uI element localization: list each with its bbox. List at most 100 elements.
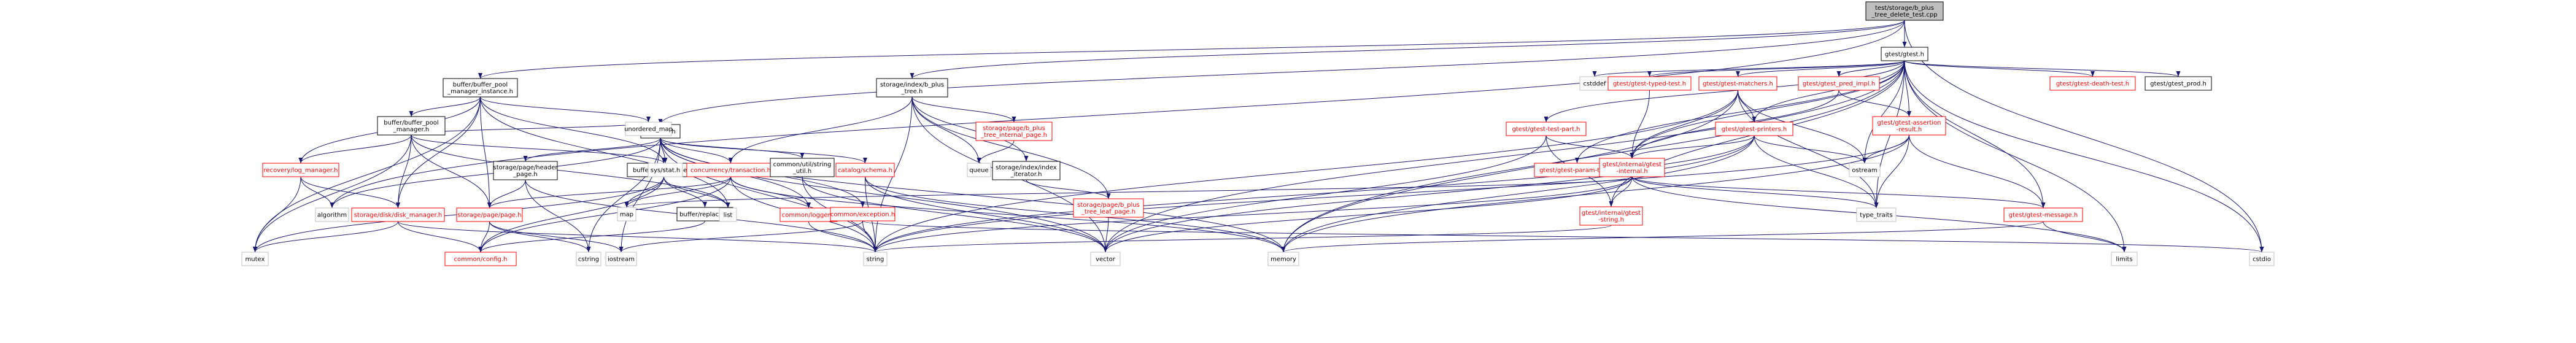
file-node-gtestmessage[interactable]: gtest/gtest-message.h (2003, 207, 2083, 222)
file-node-box (456, 207, 523, 222)
file-node-indexiter[interactable]: storage/index/index_iterator.h (992, 161, 1061, 180)
file-node-box (830, 207, 895, 222)
include-edge (525, 179, 591, 253)
file-nodes: test/storage/b_plus_tree_delete_test.cpp… (241, 1, 2275, 266)
file-node-box (2249, 252, 2275, 266)
file-node-box (1599, 158, 1665, 177)
include-edge (411, 134, 730, 209)
file-node-box (1073, 198, 1144, 218)
file-node-stringutil[interactable]: common/util/string_util.h (770, 158, 835, 177)
include-edge (487, 176, 731, 209)
include-edge (663, 176, 730, 209)
include-edge (1103, 60, 1905, 253)
file-node-printers[interactable]: gtest/gtest-printers.h (1715, 121, 1793, 136)
include-edge (489, 221, 624, 253)
file-node-label: concurrency/transaction.h (690, 168, 771, 174)
include-edge (1631, 176, 2046, 209)
file-node-transaction[interactable]: concurrency/transaction.h (686, 163, 775, 177)
include-edge (729, 96, 913, 164)
file-node-label: limits (2116, 256, 2132, 263)
file-node-cstddef: cstddef (1579, 76, 1610, 91)
file-node-bpt[interactable]: storage/index/b_plus_tree.h (876, 78, 948, 98)
file-node-diskmgr[interactable]: storage/disk/disk_manager.h (351, 207, 445, 222)
include-edge (1630, 90, 1650, 159)
file-node-schema[interactable]: catalog/schema.h (835, 163, 895, 177)
file-node-label: cstdio (2253, 256, 2271, 263)
file-node-label: unordered_map (624, 126, 673, 133)
file-node-internalpage[interactable]: storage/page/b_plus_tree_internal_page.h (975, 121, 1053, 141)
file-node-assertresult[interactable]: gtest/gtest-assertion-result.h (1872, 116, 1946, 136)
file-node-sysstat: sys/stat.h (648, 163, 683, 177)
include-edge (523, 137, 661, 162)
include-edge (253, 221, 398, 253)
file-node-unordered-map: unordered_map (624, 121, 673, 136)
file-node-label: _manager.h (393, 126, 430, 133)
file-node-box (617, 207, 636, 222)
include-edge (1281, 135, 1755, 253)
file-node-exception[interactable]: common/exception.h (830, 207, 895, 222)
include-edge (1281, 134, 1909, 253)
file-node-box (992, 161, 1061, 180)
file-node-predimpl[interactable]: gtest/gtest_pred_impl.h (1798, 76, 1880, 91)
include-edge (873, 90, 1738, 253)
file-node-memory: memory (1267, 252, 1299, 266)
file-node-label: sys/stat.h (651, 168, 680, 174)
file-node-config[interactable]: common/config.h (444, 252, 517, 266)
file-node-bpmi[interactable]: buffer/buffer_pool_manager_instance.h (443, 78, 518, 98)
file-node-label: storage/index/index (996, 164, 1057, 171)
file-node-label: storage/page/page.h (457, 212, 521, 219)
include-edge (624, 176, 731, 208)
file-node-box (493, 161, 558, 180)
file-node-limits: limits (2111, 252, 2138, 266)
file-node-label: gtest/internal/gtest (1582, 210, 1641, 217)
file-node-page[interactable]: storage/page/page.h (456, 207, 523, 222)
file-node-label: ostream (1852, 168, 1877, 174)
file-node-matchers[interactable]: gtest/gtest-matchers.h (1698, 76, 1777, 91)
file-node-map: map (617, 207, 636, 222)
file-node-box (377, 116, 446, 136)
file-node-label: storage/index/b_plus (880, 82, 944, 88)
file-node-gtest[interactable]: gtest/gtest.h (1881, 47, 1928, 61)
include-edge (1754, 135, 1879, 209)
include-edge (1545, 135, 1634, 159)
file-node-box (1798, 76, 1880, 91)
file-node-leafpage[interactable]: storage/page/b_plus_tree_leaf_page.h (1073, 198, 1144, 218)
file-node-box (835, 163, 895, 177)
file-node-label: cstring (578, 256, 599, 263)
file-node-logger[interactable]: common/logger.h (779, 207, 838, 222)
file-node-label: recovery/log_manager.h (264, 168, 338, 174)
file-node-label: storage/page/b_plus (1077, 202, 1140, 209)
file-node-label: -result.h (1897, 126, 1922, 133)
file-node-headerpage[interactable]: storage/page/header_page.h (493, 161, 559, 180)
include-edge (480, 96, 651, 123)
file-node-label: _tree_internal_page.h (980, 132, 1047, 139)
file-node-deathtest[interactable]: gtest/gtest-death-test.h (2049, 76, 2136, 91)
include-edge (1836, 60, 1905, 77)
file-node-logmgr[interactable]: recovery/log_manager.h (262, 163, 339, 177)
include-edge (625, 176, 1633, 208)
file-node-gtestprod[interactable]: gtest/gtest_prod.h (2145, 76, 2212, 91)
file-node-internalstring[interactable]: gtest/internal/gtest-string.h (1579, 206, 1643, 226)
file-node-box (576, 252, 601, 266)
file-node-box (648, 163, 683, 177)
file-node-label: _page.h (512, 171, 538, 178)
file-node-internal[interactable]: gtest/internal/gtest-internal.h (1599, 158, 1665, 177)
file-node-box (1267, 252, 1299, 266)
file-node-testpart[interactable]: gtest/gtest-test-part.h (1506, 121, 1587, 136)
include-edge (873, 225, 1612, 253)
file-node-label: gtest/gtest-test-part.h (1512, 126, 1580, 133)
file-node-typedtest[interactable]: gtest/gtest-typed-test.h (1607, 76, 1692, 91)
include-edge (1738, 90, 1867, 164)
file-node-box (1881, 47, 1928, 61)
file-node-box (1856, 207, 1897, 222)
include-edge (411, 134, 492, 209)
file-node-bpm[interactable]: buffer/buffer_pool_manager.h (377, 116, 446, 136)
file-node-label: gtest/gtest-matchers.h (1703, 81, 1773, 88)
include-edge (1630, 135, 1755, 159)
file-node-iostream: iostream (605, 252, 637, 266)
file-node-label: algorithm (317, 212, 347, 219)
include-edge (1630, 60, 1905, 159)
file-node-box (1872, 116, 1946, 136)
file-node-box (770, 158, 835, 177)
file-node-label: gtest/gtest-param-test.h (1539, 168, 1615, 174)
